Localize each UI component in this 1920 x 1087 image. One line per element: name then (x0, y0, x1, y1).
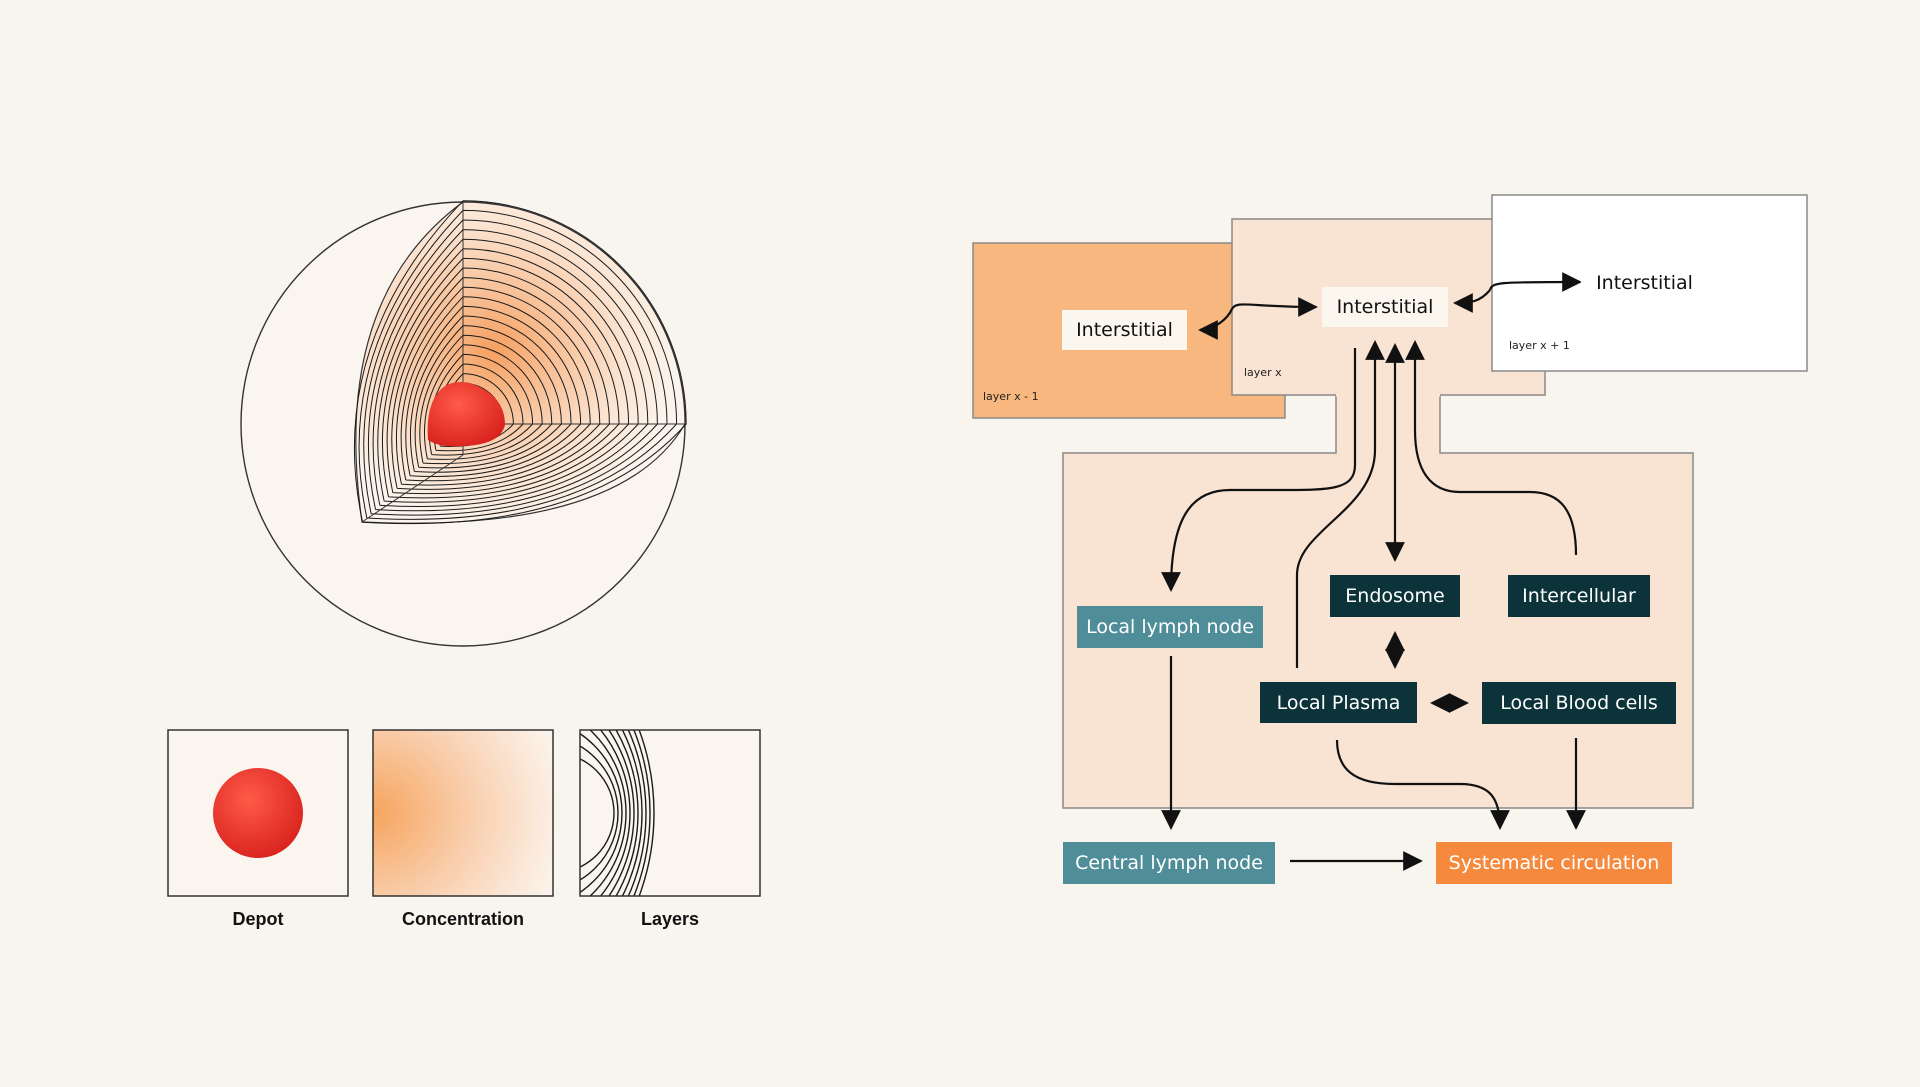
sphere-shell-ring (395, 286, 601, 486)
red-depot-dot-icon (213, 768, 303, 858)
systematic-circulation-node: Systematic circulation (1436, 842, 1672, 884)
sphere-shell-ring (400, 296, 591, 482)
layer-arc (633, 730, 651, 896)
sphere-shell-ring (414, 325, 562, 469)
sphere-shell-ring (372, 238, 649, 507)
interstitial-current-node: Interstitial (1322, 287, 1448, 327)
layer-arc (580, 758, 615, 868)
sphere-shell-ring (424, 344, 543, 460)
central-lymph-node: Central lymph node (1063, 842, 1275, 884)
local-plasma-node: Local Plasma (1260, 682, 1417, 723)
layer-arc (580, 745, 619, 881)
sphere-shell-ring (386, 267, 620, 495)
sphere-shell-ring (391, 277, 610, 490)
depot-core (427, 382, 505, 447)
sphere-shell-ring (428, 353, 534, 456)
layer-arc (580, 732, 623, 894)
layer-arc (608, 730, 635, 896)
layer-arc (599, 730, 631, 896)
interstitial-next-node: Interstitial (1581, 263, 1708, 303)
sphere-shell-ring (367, 229, 658, 512)
legend-depot-label: Depot (232, 909, 284, 929)
endosome-node: Endosome (1330, 575, 1460, 617)
sphere-shell-ring (419, 334, 553, 465)
legend-concentration (372, 729, 554, 897)
sphere-shell-ring (353, 200, 687, 525)
concentration-gradient-icon (372, 729, 554, 897)
layer-prev-label: layer x - 1 (983, 390, 1039, 403)
sphere-shell-ring (377, 248, 639, 503)
layer-next-label: layer x + 1 (1509, 339, 1570, 352)
sphere-shell-ring (381, 257, 630, 499)
layer-arc (615, 730, 639, 896)
sphere-shell-ring (363, 219, 668, 516)
layer-arc (589, 730, 627, 896)
layered-sphere-cutaway-icon (240, 200, 687, 647)
layer-current-label: layer x (1244, 366, 1282, 379)
legend-layers-label: Layers (640, 909, 700, 929)
interstitial-prev-node: Interstitial (1062, 310, 1187, 350)
legend-layers (579, 729, 761, 897)
local-lymph-node: Local lymph node (1077, 606, 1263, 648)
flow-arrows (1161, 272, 1586, 871)
sphere-shell-ring (405, 305, 582, 477)
legend-concentration-label: Concentration (401, 909, 524, 929)
intercellular-node: Intercellular (1508, 575, 1650, 617)
concentric-arcs-icon (580, 730, 655, 896)
legend-depot (167, 729, 349, 897)
layer-arc (621, 730, 643, 896)
layer-arc (638, 730, 655, 896)
sphere-shell-ring (358, 209, 678, 520)
local-blood-cells-node: Local Blood cells (1482, 682, 1676, 724)
sphere-shell-ring (409, 315, 572, 473)
layer-arc (627, 730, 647, 896)
